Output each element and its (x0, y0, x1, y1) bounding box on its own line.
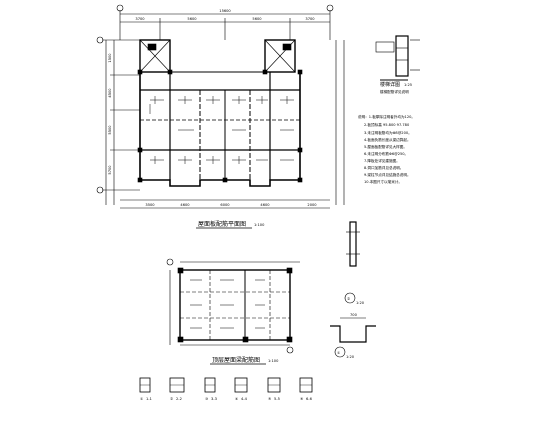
note-line: 7.降板处详见建施图。 (364, 158, 400, 163)
dim-bottom-4: 4600 (260, 203, 270, 207)
dim-total: 15600 (219, 9, 231, 13)
detail-label: ⑤ (268, 397, 272, 401)
dim-top-2: 5600 (187, 17, 197, 21)
top-plan-caption: 屋面板配筋平面图 (198, 220, 246, 228)
note-line: 10.本图尺寸以毫米计。 (364, 179, 402, 184)
detail-code: 5-5 (274, 397, 280, 401)
section-details (330, 221, 376, 358)
detail-label: ① (140, 397, 143, 401)
dim-left-1: 1500 (108, 53, 112, 63)
dim-bottom-5: 2000 (307, 203, 317, 207)
section-1-scale: 1:20 (346, 355, 355, 359)
detail-label: ③ (205, 397, 208, 401)
dim-bottom-2: 4600 (180, 203, 190, 207)
note-line: 3.未注明板筋均为Φ8@200。 (364, 130, 412, 135)
note-line: 6.未注明分布筋Φ6@250。 (364, 151, 408, 156)
dim-left-3: 5500 (108, 125, 112, 135)
beam-details-row (139, 377, 313, 393)
legend-note: 楼梯配筋详见说明 (380, 89, 409, 94)
section-1-id: ① (337, 351, 340, 355)
bottom-plan (166, 258, 300, 354)
dim-bottom-1: 3500 (145, 203, 155, 207)
note-line: 2.板顶标高 95.800 97.780 (364, 122, 410, 127)
top-plan-scale: 1:100 (254, 223, 265, 227)
section-2-id: ② (347, 297, 350, 301)
beam-detail-labels: ① 1-1 ② 2-2 ③ 3-3 ④ 4-4 ⑤ 5-5 ⑥ 6-6 (140, 397, 313, 401)
top-plan-dimensions: 15600 3700 5600 5600 3700 3500 4600 6000… (108, 9, 317, 207)
detail-code: 4-4 (241, 397, 248, 401)
bottom-plan-caption: 顶层屋面梁配筋图 (212, 356, 260, 364)
legend-title: 楼梯详图 (380, 81, 400, 88)
bottom-plan-scale: 1:100 (268, 359, 279, 363)
section-2-scale: 1:20 (356, 301, 365, 305)
detail-label: ④ (235, 397, 238, 401)
legend-scale: 1:25 (404, 83, 412, 87)
dim-bottom-3: 6000 (220, 203, 230, 207)
note-line: 9.梁柱节点详见结施总说明。 (364, 172, 411, 177)
dim-top-4: 3700 (305, 17, 315, 21)
detail-code: 2-2 (176, 397, 182, 401)
dim-top-1: 3700 (135, 17, 145, 21)
dim-top-3: 5600 (252, 17, 262, 21)
detail-label: ⑥ (300, 397, 304, 401)
note-line: 8.洞口加筋详见总说明。 (364, 165, 403, 170)
detail-code: 3-3 (211, 397, 217, 401)
notes-heading: 说明：1.板厚除注明者外均为120。 (358, 114, 415, 119)
detail-label: ② (170, 397, 173, 401)
dim-left-4: 5700 (108, 165, 112, 175)
note-line: 5.屋面板配筋详见大样图。 (364, 144, 407, 149)
section-1-dim: 700 (350, 313, 358, 317)
stair-detail (375, 35, 420, 81)
top-plan (96, 4, 345, 209)
detail-code: 1-1 (146, 397, 152, 401)
dim-left-2: 4500 (108, 88, 112, 98)
notes-block: 说明：1.板厚除注明者外均为120。 2.板顶标高 95.800 97.780 … (358, 114, 415, 184)
detail-code: 6-6 (306, 397, 313, 401)
note-line: 4.板面负筋长度从梁边算起。 (364, 137, 411, 142)
